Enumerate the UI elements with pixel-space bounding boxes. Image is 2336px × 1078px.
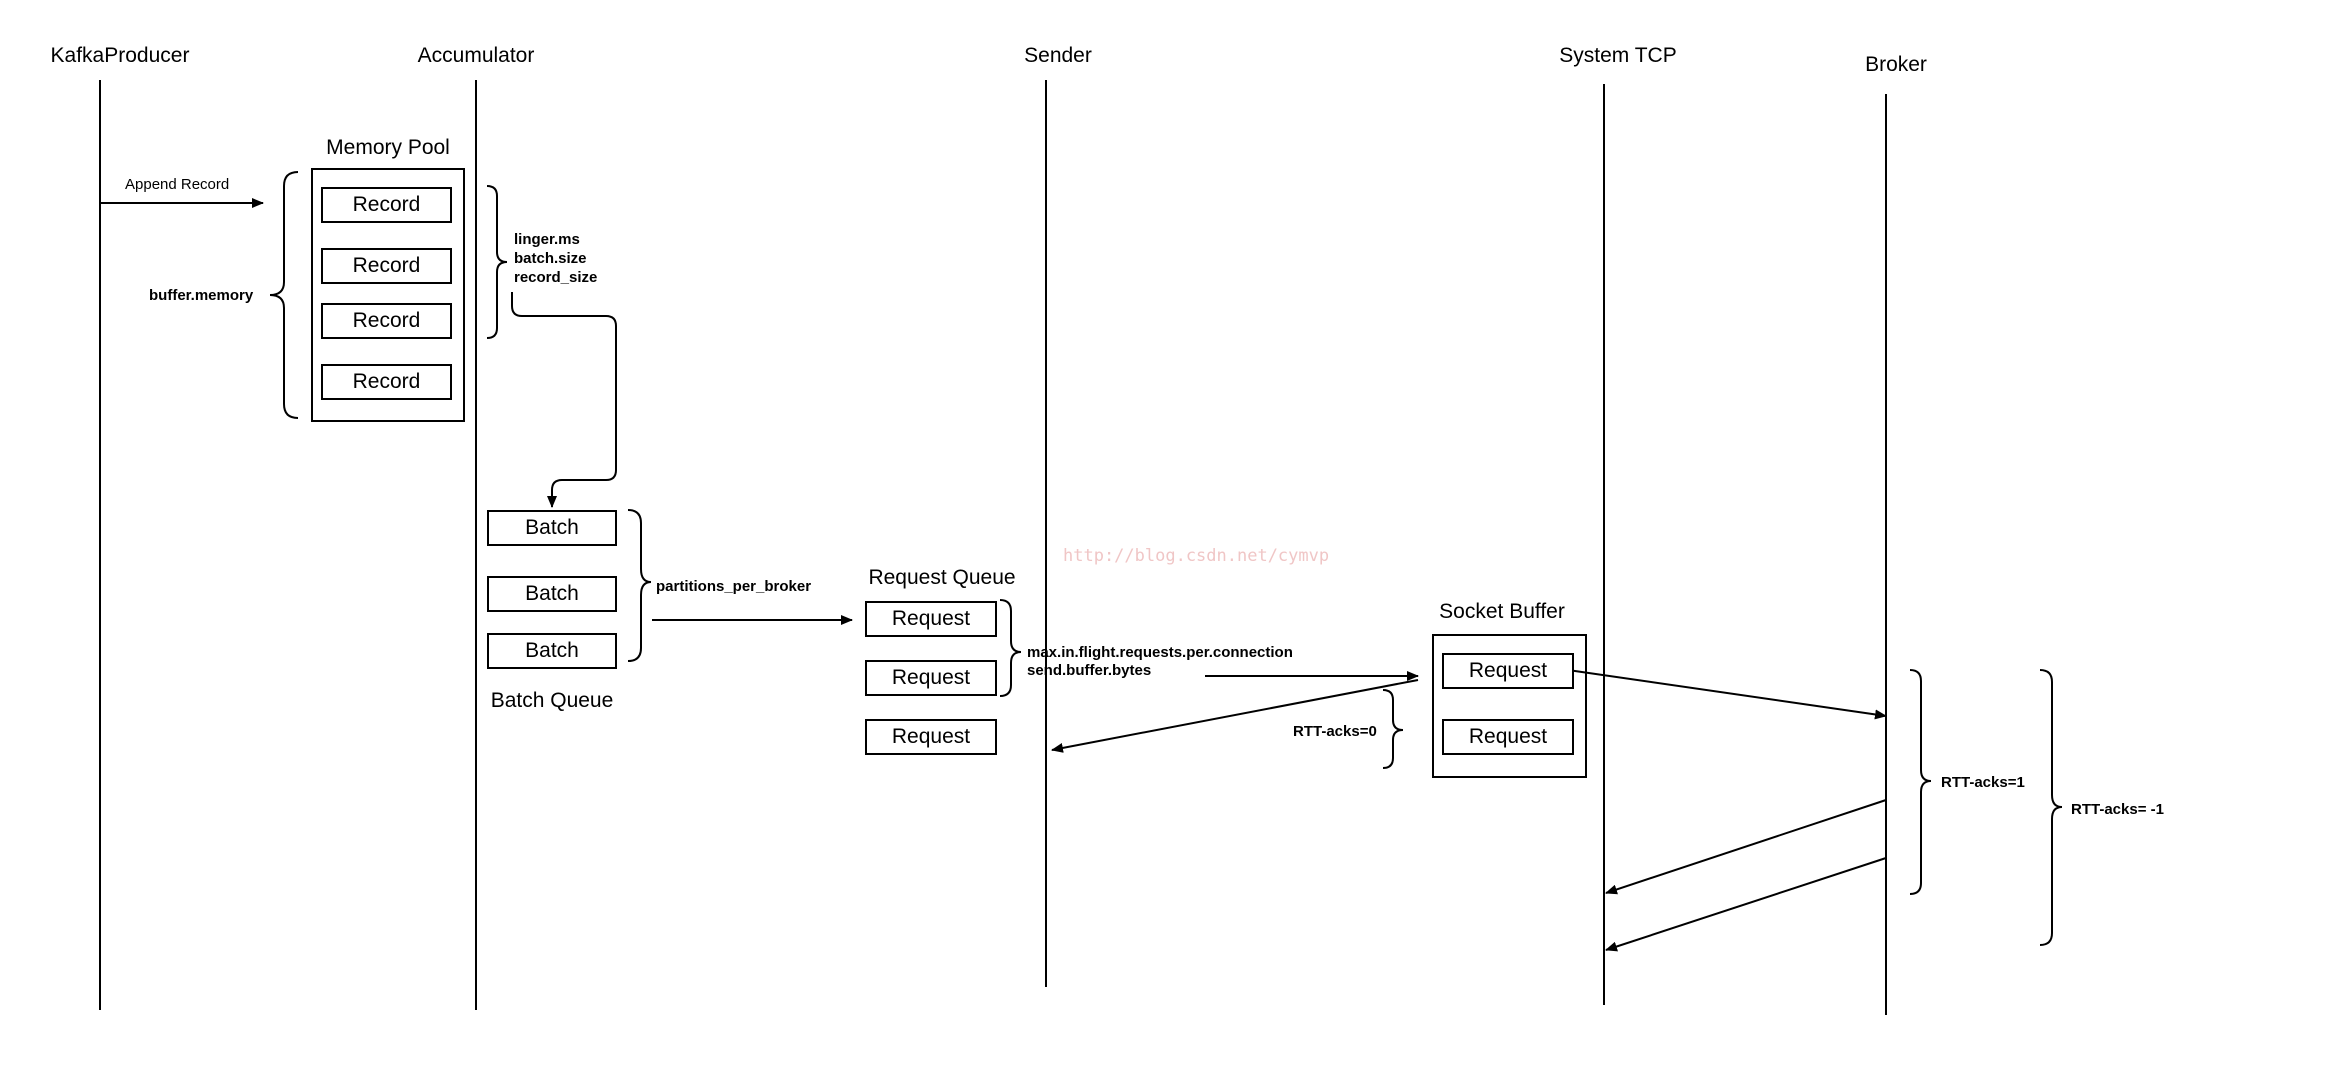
- socket-to-broker-arrow: [1567, 669, 1887, 720]
- linger-ms-label: linger.ms: [514, 231, 580, 248]
- batch-box: Batch: [487, 576, 617, 612]
- rtt-acks-neg1-label: RTT-acks= -1: [2071, 801, 2164, 818]
- buffer-memory-label: buffer.memory: [149, 287, 254, 304]
- lane-title-sender: Sender: [1024, 44, 1092, 67]
- request-queue-title: Request Queue: [868, 566, 1016, 589]
- broker-response-arrow-2: [1605, 857, 1887, 952]
- lane-title-accumulator: Accumulator: [417, 44, 535, 67]
- send-buffer-label: send.buffer.bytes: [1027, 662, 1152, 679]
- batch-box: Batch: [487, 633, 617, 669]
- max-in-flight-label: max.in.flight.requests.per.connection: [1027, 644, 1293, 661]
- record-size-label: record_size: [514, 269, 598, 286]
- request-brace: [999, 599, 1022, 697]
- batch-box: Batch: [487, 510, 617, 546]
- rtt-acks0-label: RTT-acks=0: [1293, 723, 1377, 740]
- rtt-acks1-label: RTT-acks=1: [1941, 774, 2025, 791]
- socket-request-box: Request: [1442, 653, 1574, 689]
- lane-title-producer: KafkaProducer: [50, 44, 190, 67]
- acks-neg1-brace: [2039, 669, 2063, 946]
- request-box: Request: [865, 719, 997, 755]
- acks1-brace: [1909, 669, 1932, 895]
- memory-pool: [311, 168, 465, 422]
- record-box: Record: [321, 187, 452, 223]
- batch-queue-title: Batch Queue: [490, 689, 614, 712]
- record-box: Record: [321, 364, 452, 400]
- memory-pool-title: Memory Pool: [326, 136, 450, 159]
- acks0-return-arrow: [1051, 679, 1419, 753]
- socket-buffer-title: Socket Buffer: [1439, 600, 1565, 623]
- record-box: Record: [321, 248, 452, 284]
- broker-response-arrow-1: [1605, 799, 1887, 895]
- request-box: Request: [865, 660, 997, 696]
- batch-brace: [627, 509, 652, 662]
- linger-brace: [486, 185, 508, 339]
- partitions-per-broker-label: partitions_per_broker: [656, 578, 812, 595]
- linger-to-batch-arrow: [511, 292, 617, 508]
- watermark-text: http://blog.csdn.net/cymvp: [1063, 546, 1330, 566]
- buffer-memory-brace: [269, 171, 299, 419]
- request-box: Request: [865, 601, 997, 637]
- append-record-label: Append Record: [125, 176, 230, 193]
- batch-size-label: batch.size: [514, 250, 587, 267]
- lane-title-tcp: System TCP: [1559, 44, 1677, 67]
- socket-buffer: [1432, 634, 1587, 778]
- record-box: Record: [321, 303, 452, 339]
- socket-request-box: Request: [1442, 719, 1574, 755]
- acks0-brace: [1382, 689, 1404, 769]
- lane-title-broker: Broker: [1865, 53, 1927, 76]
